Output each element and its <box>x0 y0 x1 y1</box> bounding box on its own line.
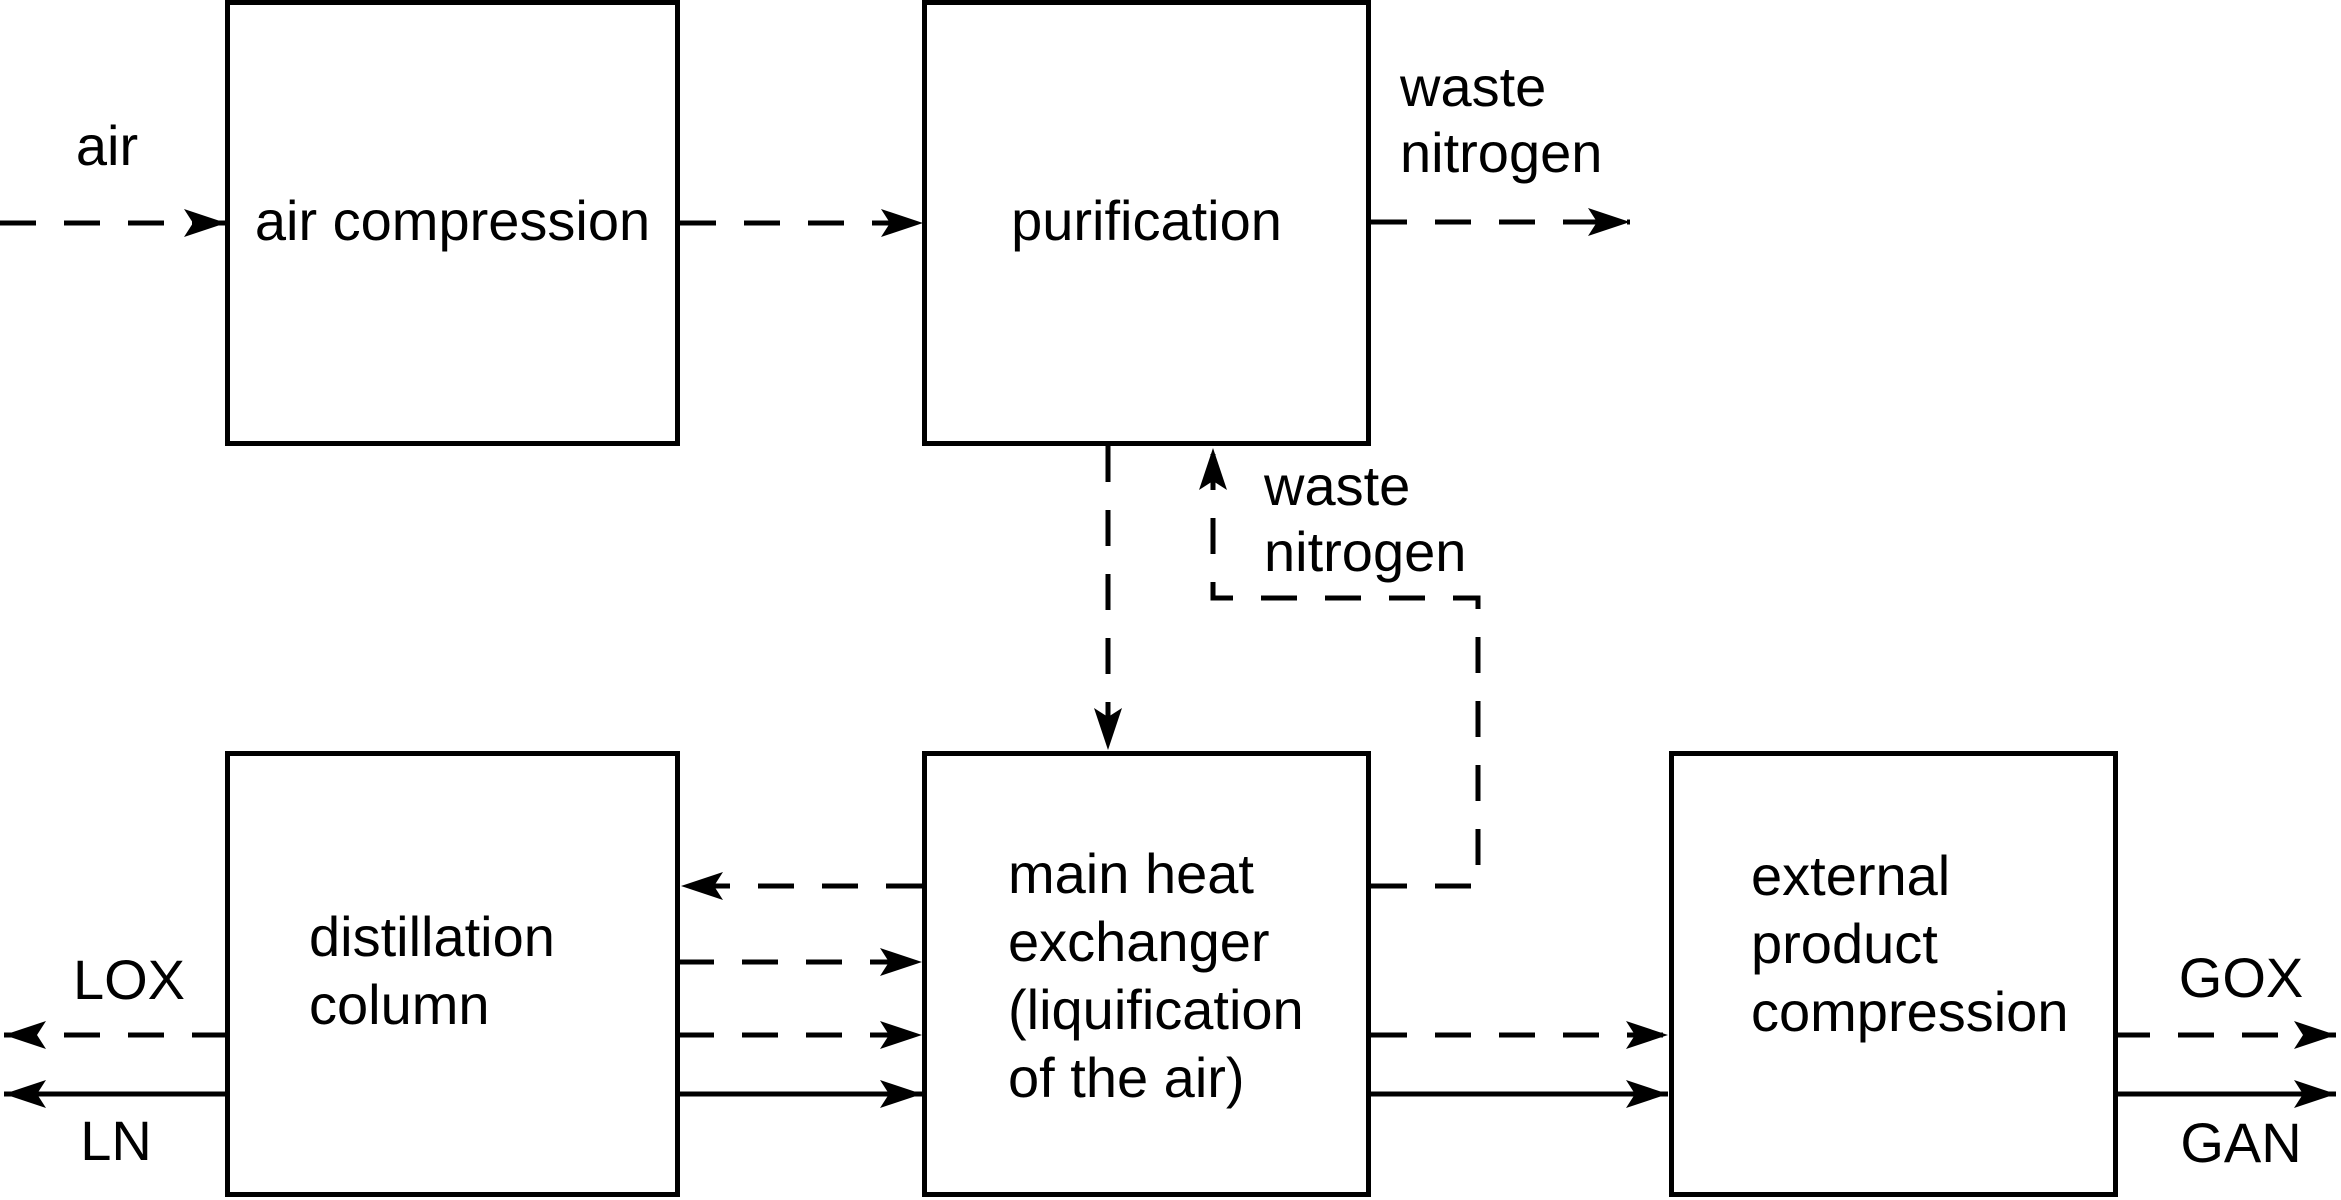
ln-stream-label: LN <box>80 1109 152 1172</box>
flow-waste-nitrogen-recycle <box>1199 448 1481 889</box>
purification-label: purification <box>1011 189 1282 252</box>
gan-stream-label: GAN <box>2180 1111 2302 1174</box>
external-product-compression-label: external product compression <box>1751 844 2069 1043</box>
distillation-column-box: distillation column <box>225 751 680 1197</box>
main-heat-exchanger-label: main heat exchanger (liquification of th… <box>1008 842 1304 1109</box>
air-compression-box: air compression <box>225 0 680 446</box>
lox-stream-label: LOX <box>72 948 186 1011</box>
air-stream-label: air <box>75 114 139 177</box>
waste-nitrogen-out-label: waste nitrogen <box>1400 55 1603 184</box>
air-compression-label: air compression <box>254 189 651 252</box>
gox-stream-label: GOX <box>2178 946 2304 1009</box>
purification-box: purification <box>922 0 1371 446</box>
waste-nitrogen-recycle-label: waste nitrogen <box>1264 454 1467 583</box>
distillation-column-label: distillation column <box>309 905 555 1036</box>
main-heat-exchanger-box: main heat exchanger (liquification of th… <box>922 751 1371 1197</box>
external-product-compression-box: external product compression <box>1669 751 2118 1197</box>
